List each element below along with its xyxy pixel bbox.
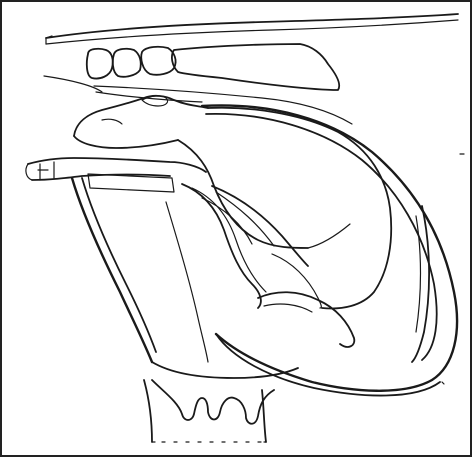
- abdominal-wall: [72, 178, 298, 378]
- calf-forelegs: [26, 158, 206, 180]
- vertebrae: [87, 44, 339, 90]
- udder: [144, 380, 274, 442]
- cervix-band: [88, 174, 174, 192]
- spine-contour: [46, 14, 458, 44]
